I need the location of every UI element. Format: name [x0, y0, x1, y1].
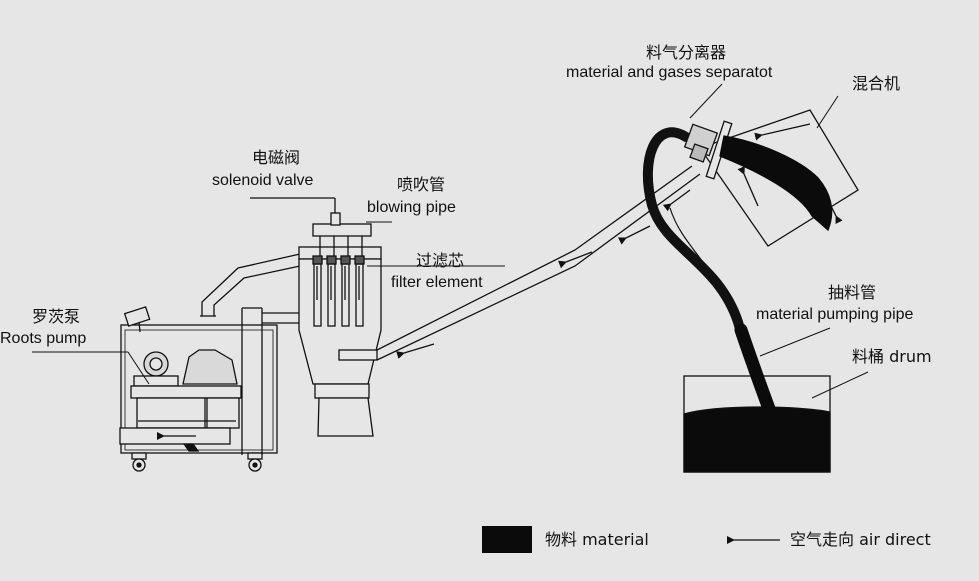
separator-label-en: material and gases separatot	[566, 64, 773, 81]
material-pumping-pipe	[734, 323, 778, 421]
legend-air-label: 空气走向 air direct	[790, 530, 931, 549]
leader-lines	[32, 83, 869, 399]
solenoid-valve	[250, 197, 341, 226]
material-and-gases-separator	[642, 120, 833, 417]
roots-pump-label-zh: 罗茨泵	[32, 307, 81, 326]
blowing-pipe	[312, 223, 372, 237]
filter-element-label-en: filter element	[391, 274, 483, 291]
blowing-pipe-label-en: blowing pipe	[367, 199, 456, 216]
roots-pump-label-en: Roots pump	[0, 330, 87, 347]
legend-material-label: 物料 material	[545, 530, 649, 549]
filter-vessel	[250, 197, 382, 437]
solenoid-valve-label-en: solenoid valve	[212, 172, 314, 189]
drum	[683, 375, 831, 473]
filter-element-label-zh: 过滤芯	[416, 251, 465, 270]
drum-label: 料桶 drum	[852, 347, 932, 366]
separator-label-zh: 料气分离器	[646, 43, 727, 62]
mixer-label: 混合机	[852, 74, 901, 93]
roots-pump	[119, 306, 278, 472]
blowing-pipe-label-zh: 喷吹管	[397, 175, 446, 194]
suction-piping	[200, 253, 312, 455]
legend-material-swatch	[482, 526, 532, 553]
pumping-pipe-label-zh: 抽料管	[828, 283, 877, 302]
pumping-pipe-label-en: material pumping pipe	[756, 306, 914, 323]
solenoid-valve-label-zh: 电磁阀	[252, 148, 301, 167]
